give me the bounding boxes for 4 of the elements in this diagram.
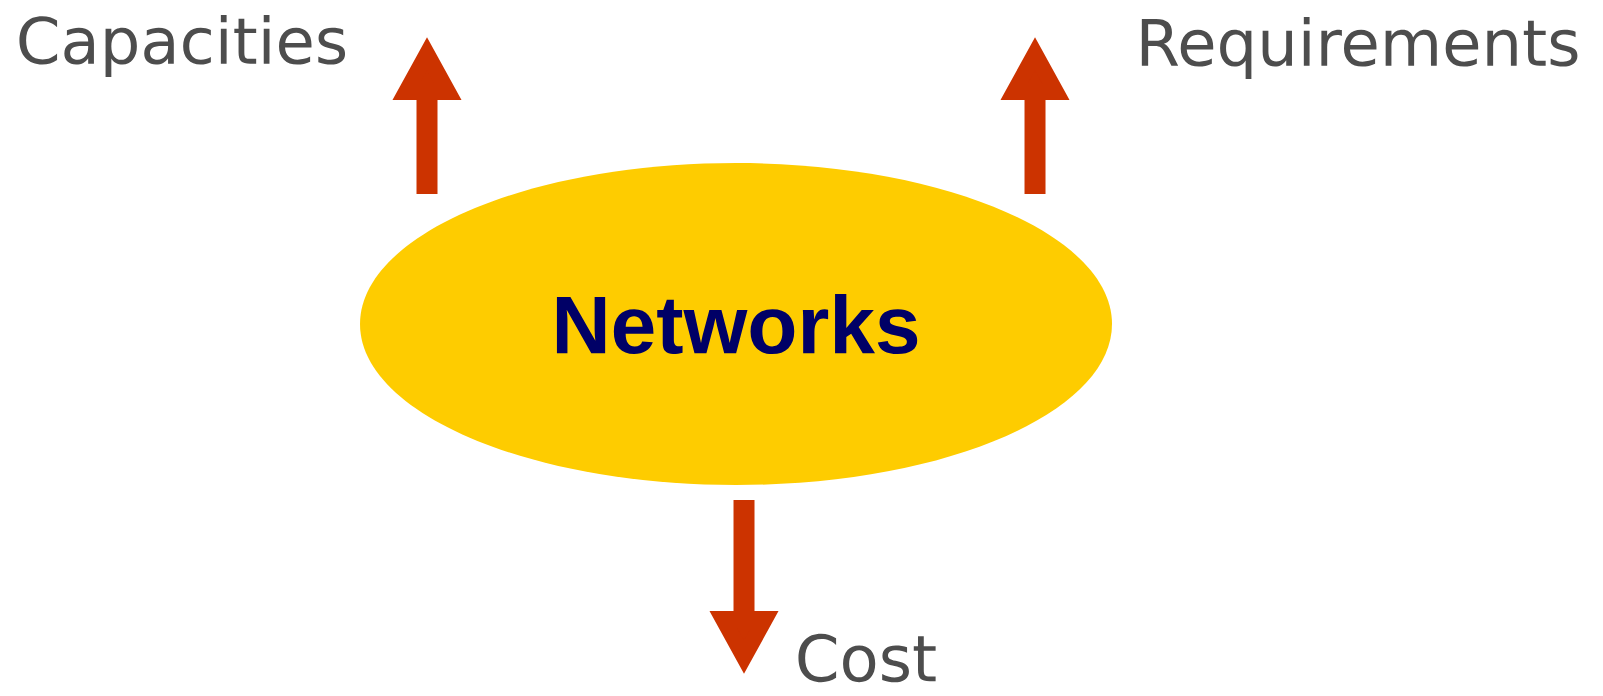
ellipse-node: Networks [360, 163, 1112, 485]
label-text: Requirements [1141, 17, 1578, 79]
label-text: Capacities [19, 15, 346, 77]
label-text: Cost [798, 633, 936, 683]
